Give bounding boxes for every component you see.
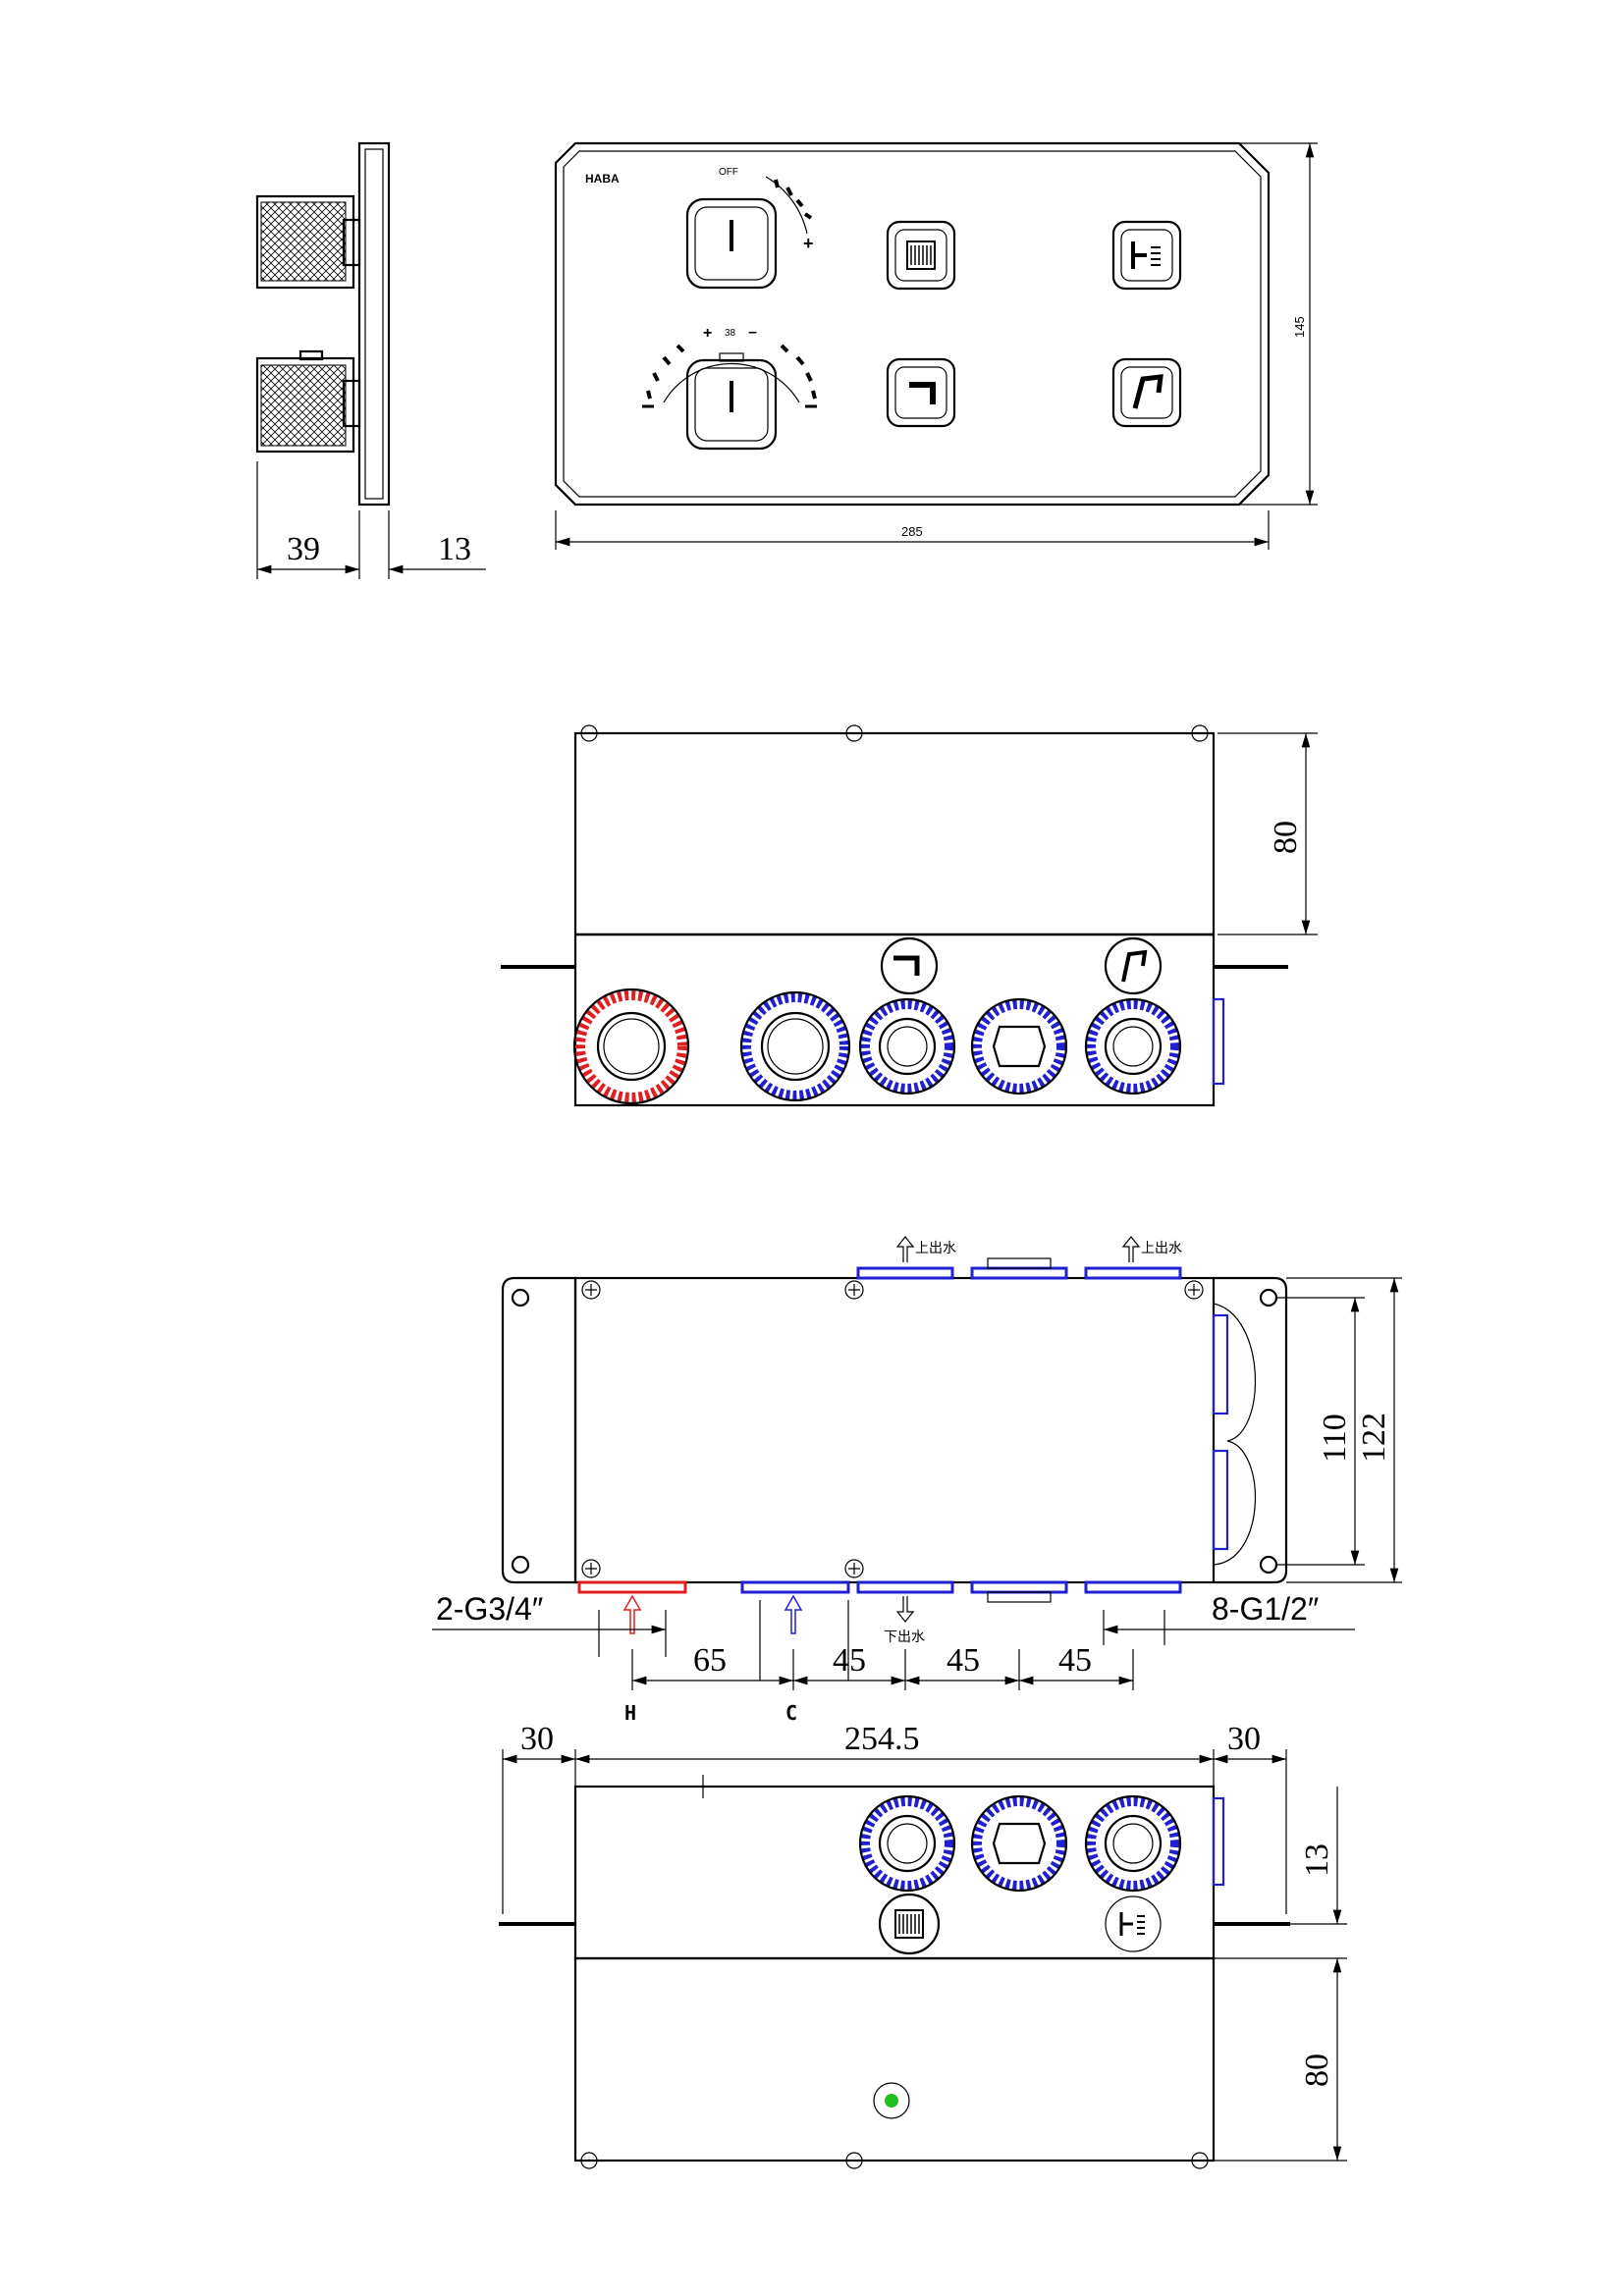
spout-symbol xyxy=(880,936,939,995)
top-view: 80 xyxy=(501,724,1318,1107)
dim-45: 45 xyxy=(833,1642,866,1679)
plan-view: 上出水 上出水 下出水 2-G3/4″ 8-G1/2″ xyxy=(432,1236,1402,1725)
plus-icon: + xyxy=(803,234,814,253)
dim-width: 285 xyxy=(901,524,923,539)
spout-icon xyxy=(909,382,936,404)
knob-temp-label: 38 xyxy=(725,328,736,339)
rain-shower-button[interactable] xyxy=(886,220,956,291)
dim-13: 13 xyxy=(1299,1843,1335,1877)
outlet-down-label: 下出水 xyxy=(884,1629,925,1645)
hand-shower-button[interactable] xyxy=(1111,357,1182,428)
dim-45: 45 xyxy=(947,1642,980,1679)
dim-122: 122 xyxy=(1356,1413,1392,1463)
hot-label: H xyxy=(624,1701,636,1725)
body-jet-symbol xyxy=(1105,1896,1162,1952)
dim-body: 254.5 xyxy=(844,1721,920,1757)
outlet-up-label: 上出水 xyxy=(1141,1241,1182,1256)
body-jet-icon xyxy=(1119,1912,1145,1936)
rain-shower-icon xyxy=(894,1909,924,1939)
hot-inlet-port xyxy=(572,988,690,1105)
outlet-port xyxy=(858,1794,956,1893)
rain-shower-icon xyxy=(906,240,936,270)
body-jet-button[interactable] xyxy=(1111,220,1182,291)
knob-off-label: OFF xyxy=(719,167,738,178)
spout-icon xyxy=(893,955,920,976)
inlet-thread-label: 2-G3/4″ xyxy=(436,1591,543,1627)
body-jet-icon xyxy=(1131,241,1161,269)
plug-port xyxy=(970,1794,1068,1893)
dim-plate: 13 xyxy=(438,531,471,567)
cold-label: C xyxy=(785,1701,797,1725)
minus-icon: – xyxy=(748,324,757,341)
spout-button[interactable] xyxy=(886,357,956,428)
outlet-port xyxy=(858,997,956,1095)
hand-shower-symbol xyxy=(1104,936,1163,995)
hand-shower-icon xyxy=(1121,949,1148,983)
dim-65: 65 xyxy=(693,1642,727,1679)
dim-right-30: 30 xyxy=(1227,1721,1261,1757)
front-view: HABA OFF + xyxy=(554,141,1318,550)
outlet-port xyxy=(1084,997,1182,1095)
outlet-port xyxy=(1084,1794,1182,1893)
dim-110: 110 xyxy=(1317,1414,1353,1463)
plug-port xyxy=(970,997,1068,1095)
dim-top-height: 80 xyxy=(1268,821,1304,854)
brand-logo: HABA xyxy=(585,172,620,186)
hand-shower-icon xyxy=(1132,374,1163,409)
flow-knob[interactable]: OFF + xyxy=(685,167,814,290)
dim-left-30: 30 xyxy=(520,1721,554,1757)
rain-shower-symbol xyxy=(878,1893,941,1955)
dim-depth: 39 xyxy=(287,531,320,567)
dim-height: 145 xyxy=(1292,316,1307,338)
outlet-thread-label: 8-G1/2″ xyxy=(1212,1591,1319,1627)
bottom-view: 30 254.5 30 xyxy=(499,1721,1347,2169)
dim-45: 45 xyxy=(1058,1642,1092,1679)
indicator-light xyxy=(873,2082,910,2119)
dim-80: 80 xyxy=(1299,2054,1335,2087)
outlet-up-label: 上出水 xyxy=(915,1241,956,1256)
cold-inlet-port xyxy=(739,990,851,1102)
side-view: 39 13 xyxy=(255,141,486,579)
plus-icon: + xyxy=(703,325,712,342)
temperature-knob[interactable]: + 38 – xyxy=(642,324,817,451)
